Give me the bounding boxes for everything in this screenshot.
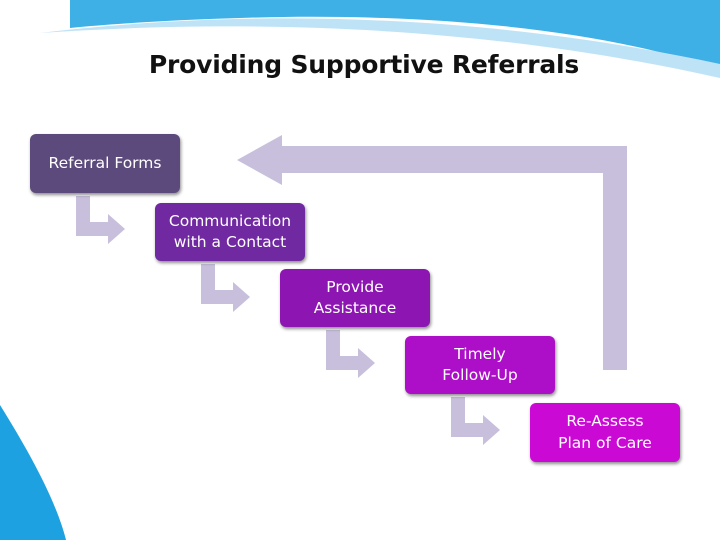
slide-title: Providing Supportive Referrals — [148, 50, 580, 79]
connector-1-to-2 — [76, 196, 125, 244]
top-swoosh-decoration — [40, 0, 720, 78]
step-referral-forms: Referral Forms — [30, 134, 180, 193]
bottom-swoosh-decoration — [0, 405, 66, 540]
loop-arrow-body — [237, 135, 627, 370]
connector-2-to-3 — [201, 264, 250, 312]
step-communication-with-contact: Communication with a Contact — [155, 203, 305, 261]
connector-3-to-4 — [326, 330, 375, 378]
step-connectors — [76, 196, 500, 445]
step-provide-assistance: Provide Assistance — [280, 269, 430, 327]
connector-4-to-5 — [451, 397, 500, 445]
step-re-assess-plan-of-care: Re-Assess Plan of Care — [530, 403, 680, 462]
step-timely-follow-up: Timely Follow-Up — [405, 336, 555, 394]
feedback-loop-arrow — [237, 135, 627, 370]
